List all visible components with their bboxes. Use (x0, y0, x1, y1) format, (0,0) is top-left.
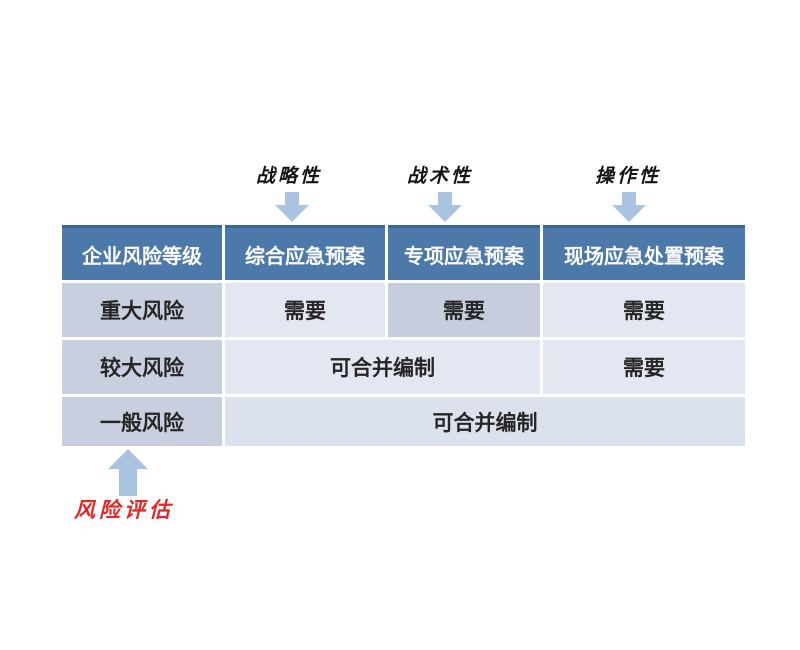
header-special-plan: 专项应急预案 (388, 225, 540, 280)
risk-plan-table: 企业风险等级 综合应急预案 专项应急预案 现场应急处置预案 重大风险 需要 需要… (62, 225, 745, 446)
row-larger-risk-level: 较大风险 (62, 340, 222, 394)
row-major-onsite-cell: 需要 (543, 283, 745, 337)
down-arrow-icon (612, 192, 646, 222)
annotation-operational: 操作性 (594, 165, 662, 187)
header-onsite-plan: 现场应急处置预案 (543, 225, 745, 280)
row-major-comprehensive-cell: 需要 (225, 283, 385, 337)
down-arrow-icon (275, 192, 309, 222)
down-arrow-icon (428, 192, 462, 222)
annotation-risk-assessment: 风险评估 (74, 497, 174, 522)
row-general-merged-cell: 可合并编制 (225, 397, 745, 446)
annotation-tactical: 战术性 (406, 165, 474, 187)
up-arrow-icon (108, 449, 148, 496)
header-risk-level: 企业风险等级 (62, 225, 222, 280)
header-comprehensive-plan: 综合应急预案 (225, 225, 385, 280)
row-larger-merged-cell: 可合并编制 (225, 340, 540, 394)
annotation-strategic: 战略性 (255, 165, 323, 187)
row-larger-onsite-cell: 需要 (543, 340, 745, 394)
row-general-risk-level: 一般风险 (62, 397, 222, 446)
row-major-special-cell: 需要 (388, 283, 540, 337)
row-major-risk-level: 重大风险 (62, 283, 222, 337)
